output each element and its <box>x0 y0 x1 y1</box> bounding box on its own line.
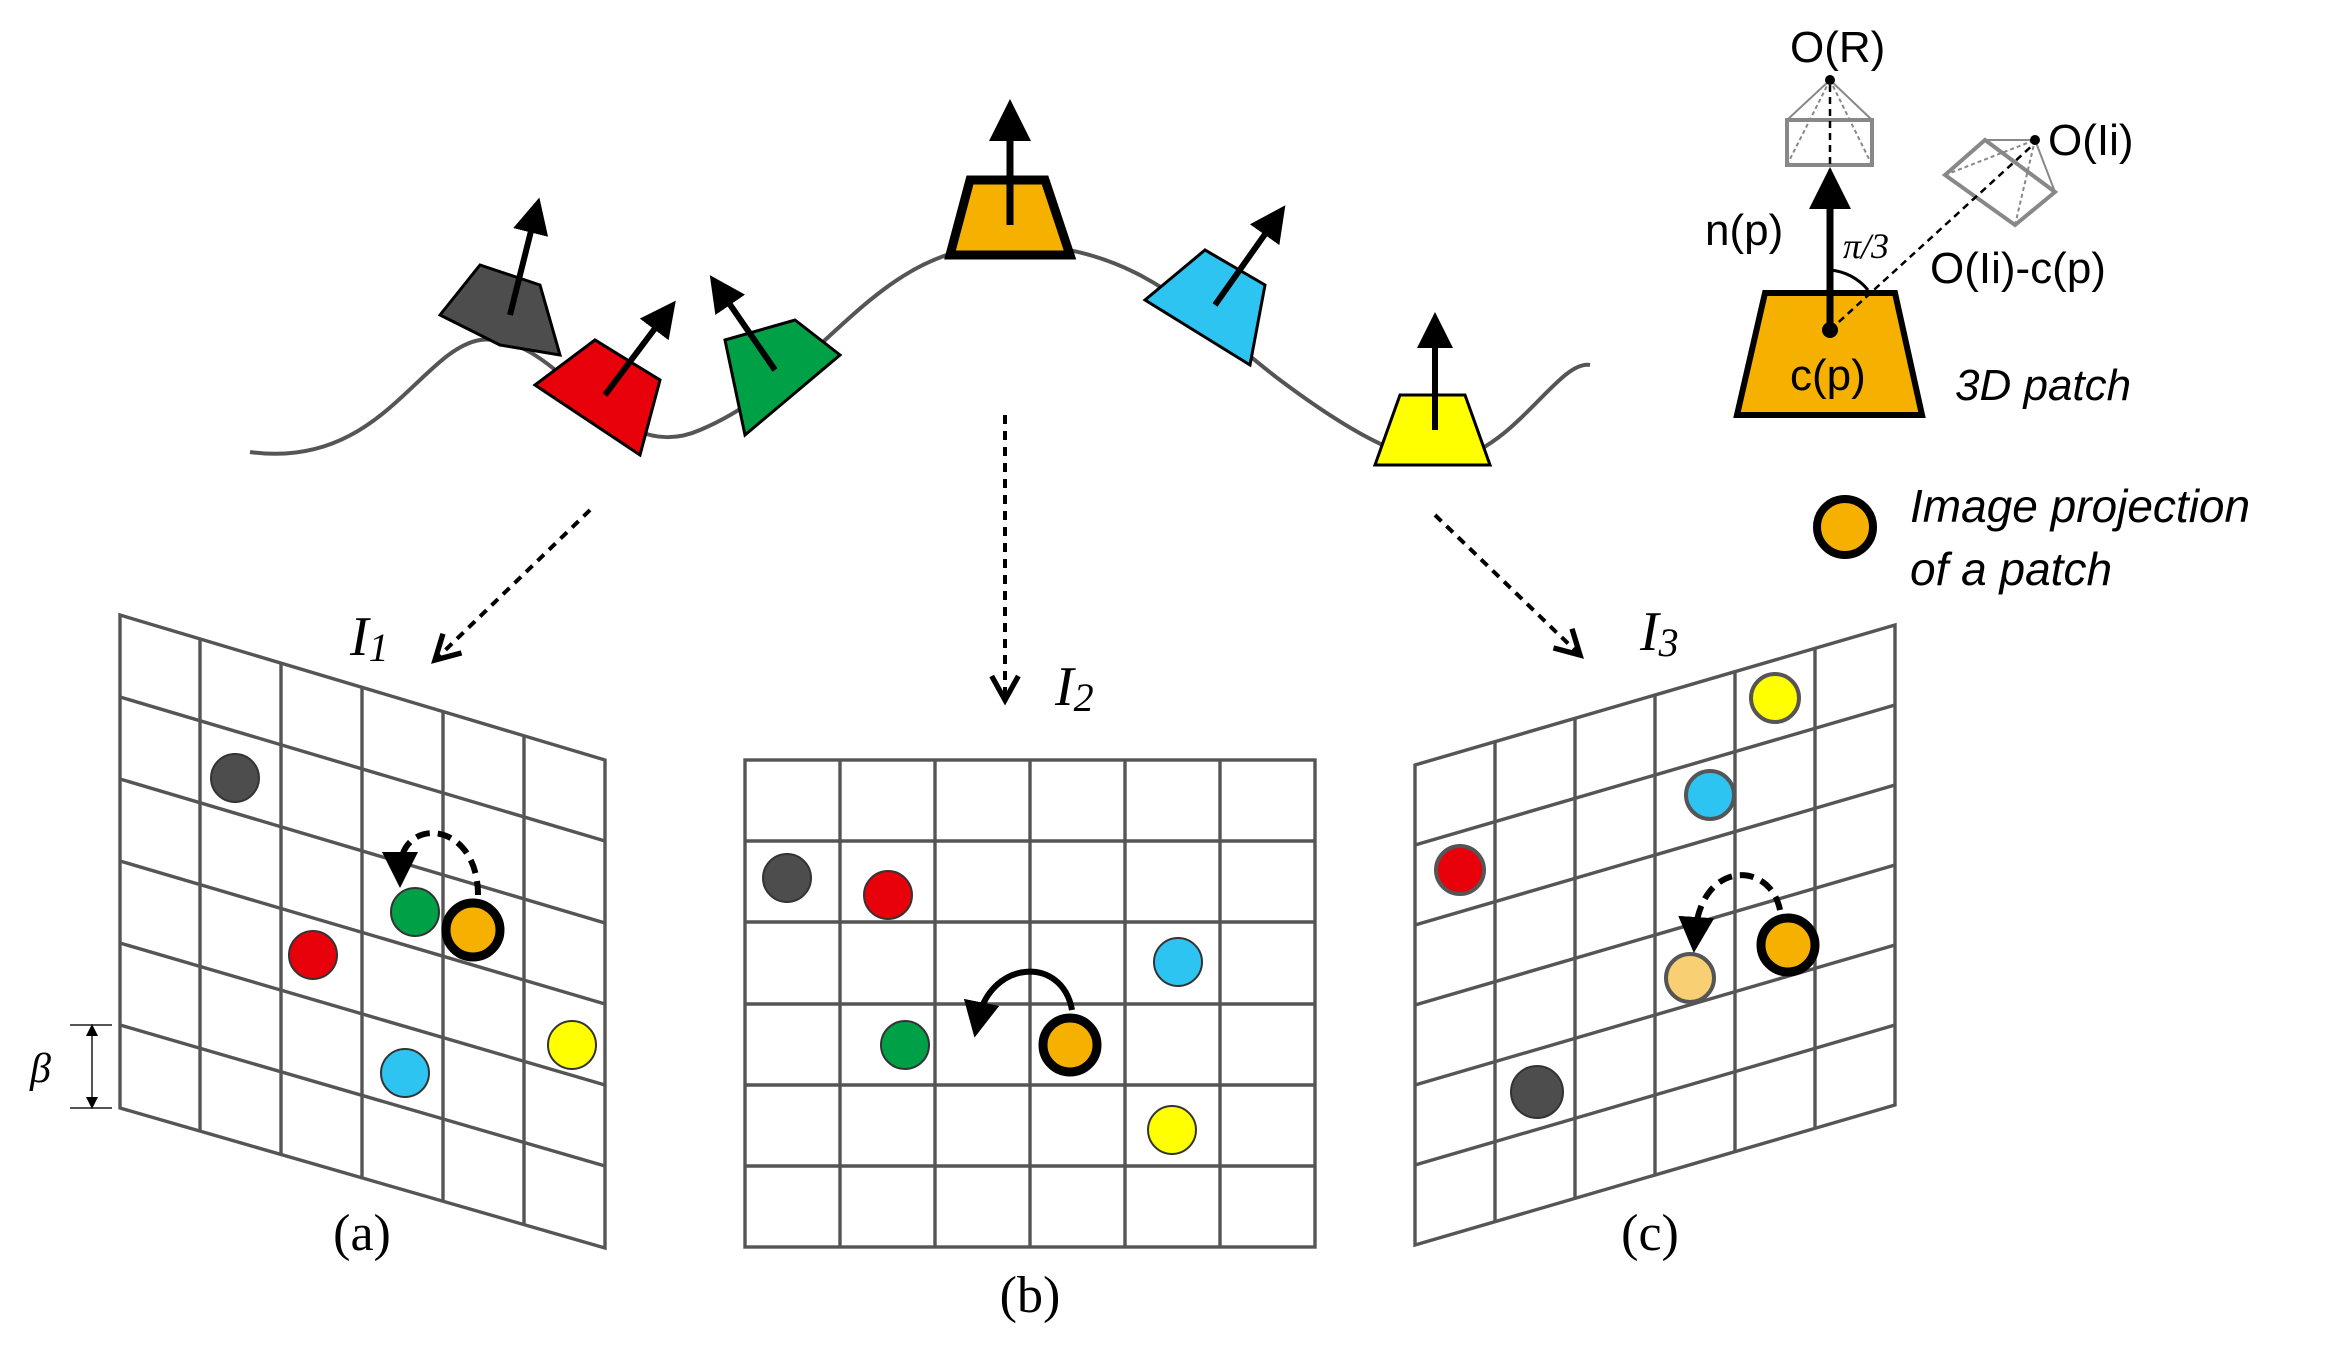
patch-cyan <box>1142 205 1286 368</box>
image-grid-c <box>1413 622 1897 1248</box>
curved-arrow-b <box>963 968 1075 1038</box>
legend-image-camera-label: O(Ii) <box>2048 116 2134 165</box>
image-label-2: I2 <box>1054 656 1094 720</box>
legend-ref-camera-label: O(R) <box>1790 23 1885 72</box>
image-label-1: I1 <box>349 606 389 670</box>
dot-red-b <box>863 870 913 920</box>
dot-green-a <box>390 887 440 937</box>
dot-gray-c <box>1510 1065 1564 1119</box>
image-grid-b <box>743 758 1317 1249</box>
patch-orange-top <box>944 99 1077 260</box>
dot-red-a <box>288 930 338 980</box>
patch-yellow <box>1372 312 1493 467</box>
dot-cyan-b <box>1153 937 1203 987</box>
legend-view-vector-label: O(Ii)-c(p) <box>1930 244 2106 293</box>
dot-cyan-c <box>1684 769 1736 821</box>
dot-yellow-c <box>1749 672 1801 724</box>
legend-projection-line1: Image projection <box>1910 480 2250 532</box>
dot-lightorange-c <box>1664 952 1716 1004</box>
legend-angle-label: π/3 <box>1843 226 1889 266</box>
dot-red-c <box>1434 844 1486 896</box>
dot-orange-b <box>1038 1013 1102 1077</box>
caption-c: (c) <box>1621 1205 1679 1262</box>
projection-arrow-3 <box>1433 513 1580 655</box>
caption-a: (a) <box>333 1205 391 1262</box>
beta-indicator <box>70 1024 112 1109</box>
curved-arrow-a <box>382 830 481 896</box>
patch-green <box>709 275 843 438</box>
dot-orange-c <box>1756 913 1820 977</box>
projection-arrow-1 <box>435 508 592 660</box>
image-label-3: I3 <box>1639 601 1679 665</box>
patch-red <box>532 300 676 458</box>
curved-arrow-c <box>1678 872 1783 953</box>
dot-yellow-a <box>547 1020 597 1070</box>
caption-b: (b) <box>1000 1267 1061 1324</box>
legend-projection-dot <box>1813 495 1877 559</box>
legend-center-label: c(p) <box>1790 351 1866 400</box>
dot-cyan-a <box>380 1048 430 1098</box>
dot-gray-b <box>762 853 812 903</box>
dot-green-b <box>880 1020 930 1070</box>
legend-patch-schematic <box>1733 75 2059 418</box>
dot-yellow-b <box>1147 1105 1197 1155</box>
legend-projection-line2: of a patch <box>1910 543 2112 595</box>
legend-normal-label: n(p) <box>1705 206 1783 255</box>
image-grid-a <box>118 612 607 1251</box>
dot-gray-a <box>210 753 260 803</box>
beta-label: β <box>29 1046 51 1092</box>
legend-patch-label: 3D patch <box>1955 361 2131 410</box>
dot-orange-a <box>441 898 505 962</box>
patch-gray <box>437 197 563 357</box>
